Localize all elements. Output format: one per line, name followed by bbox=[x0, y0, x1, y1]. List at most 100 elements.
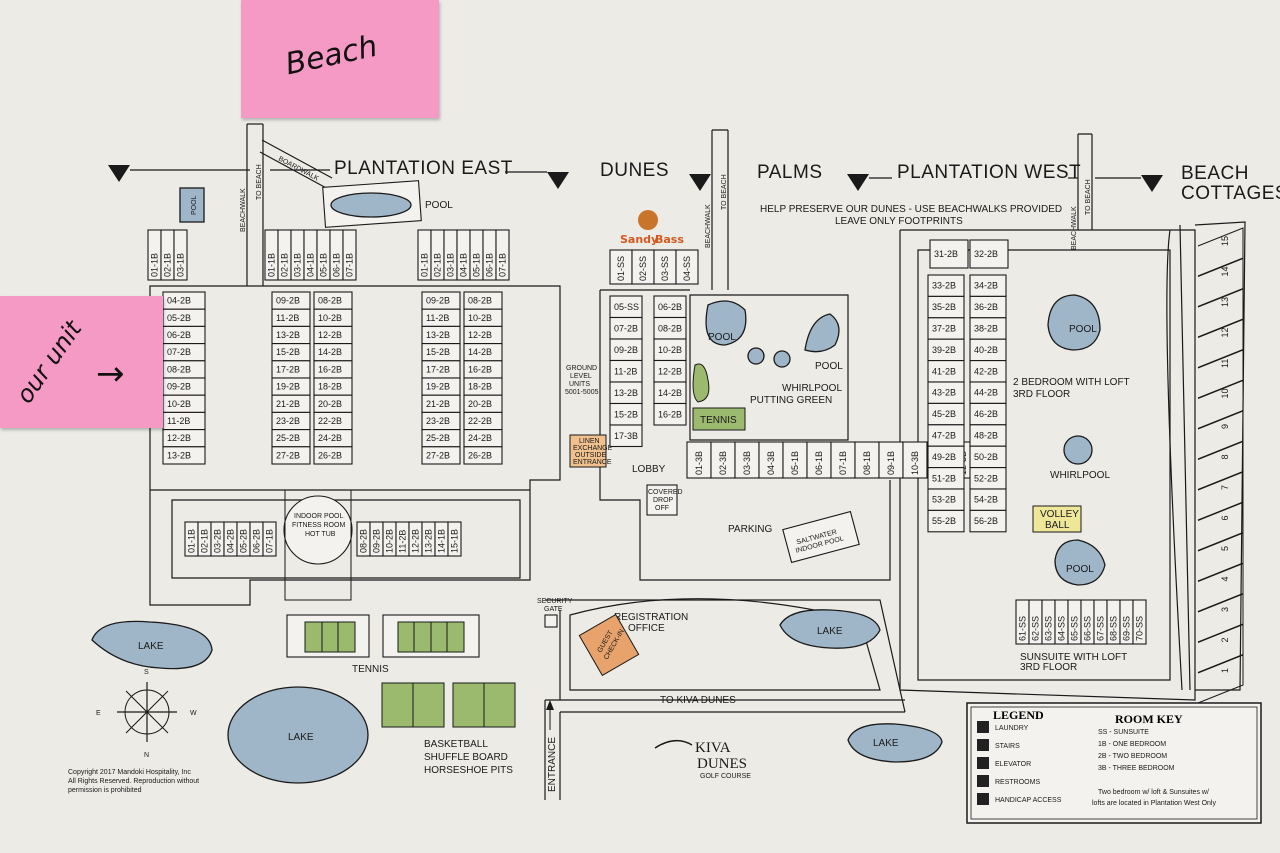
svg-text:43-2B: 43-2B bbox=[932, 388, 956, 398]
security-2: GATE bbox=[544, 606, 563, 613]
svg-text:18-2B: 18-2B bbox=[468, 382, 492, 392]
unit-65-ss: 65-SS bbox=[1067, 599, 1082, 645]
unit-03-2b: 03-2B bbox=[210, 521, 225, 557]
svg-text:03-SS: 03-SS bbox=[660, 256, 670, 281]
svg-text:41-2B: 41-2B bbox=[932, 366, 956, 376]
unit-18-2b: 18-2B bbox=[463, 377, 503, 396]
unit-02-1b: 02-1B bbox=[197, 521, 212, 557]
svg-text:08-2B: 08-2B bbox=[167, 364, 191, 374]
indoor-label-3: HOT TUB bbox=[305, 531, 336, 538]
room-key-item: 3B - THREE BEDROOM bbox=[1098, 765, 1175, 772]
unit-12-2b: 12-2B bbox=[408, 521, 423, 557]
svg-text:06-2B: 06-2B bbox=[658, 302, 682, 312]
svg-text:05-1B: 05-1B bbox=[472, 253, 482, 277]
unit-69-ss: 69-SS bbox=[1119, 599, 1134, 645]
whirlpool-dunes-2 bbox=[773, 350, 791, 368]
linen-2: EXCHANGE bbox=[573, 445, 613, 452]
unit-15-2b: 15-2B bbox=[609, 402, 643, 426]
room-key-title: ROOM KEY bbox=[1115, 712, 1183, 726]
section-plantation-west: PLANTATION WEST bbox=[897, 162, 1081, 183]
svg-text:03-1B: 03-1B bbox=[446, 253, 456, 277]
unit-04-1b: 04-1B bbox=[456, 229, 471, 281]
svg-text:11: 11 bbox=[1220, 359, 1230, 368]
svg-text:11-2B: 11-2B bbox=[398, 530, 408, 553]
unit-61-ss: 61-SS bbox=[1015, 599, 1030, 645]
svg-text:22-2B: 22-2B bbox=[468, 416, 492, 426]
linen-4: ENTRANCE bbox=[573, 459, 612, 466]
legend-item-elevator: ELEVATOR bbox=[977, 757, 1031, 769]
whirlpool-dunes-1 bbox=[747, 347, 765, 365]
unit-44-2b: 44-2B bbox=[969, 381, 1007, 404]
svg-text:10-2B: 10-2B bbox=[468, 313, 492, 323]
svg-text:ELEVATOR: ELEVATOR bbox=[995, 761, 1031, 768]
unit-09-2b: 09-2B bbox=[271, 291, 311, 310]
svg-text:16-2B: 16-2B bbox=[468, 364, 492, 374]
svg-text:23-2B: 23-2B bbox=[276, 416, 300, 426]
svg-text:08-2B: 08-2B bbox=[658, 323, 682, 333]
svg-text:02-1B: 02-1B bbox=[433, 253, 443, 277]
copyright-3: permission is prohibited bbox=[68, 787, 142, 794]
pool-west-label-2: POOL bbox=[1066, 564, 1094, 575]
svg-text:62-SS: 62-SS bbox=[1031, 616, 1041, 641]
unit-41-2b: 41-2B bbox=[927, 360, 965, 383]
svg-text:5: 5 bbox=[1220, 546, 1230, 551]
unit-10-2b: 10-2B bbox=[313, 308, 353, 327]
svg-text:08-1B: 08-1B bbox=[862, 451, 872, 475]
svg-text:02-1B: 02-1B bbox=[280, 253, 290, 277]
svg-text:49-2B: 49-2B bbox=[932, 452, 956, 462]
svg-text:03-1B: 03-1B bbox=[176, 253, 186, 277]
unit-05-2b: 05-2B bbox=[162, 308, 206, 327]
svg-text:02-3B: 02-3B bbox=[718, 451, 728, 475]
covered-2: DROP bbox=[653, 497, 674, 504]
svg-text:12-2B: 12-2B bbox=[411, 529, 421, 553]
compass-rose: S N E W bbox=[96, 669, 197, 759]
ground-1: GROUND bbox=[566, 365, 597, 372]
unit-23-2b: 23-2B bbox=[271, 411, 311, 431]
svg-text:66-SS: 66-SS bbox=[1083, 616, 1093, 641]
legend-item-restrooms: RESTROOMS bbox=[977, 775, 1040, 787]
unit-07-1b: 07-1B bbox=[342, 229, 357, 281]
pool-small-label: POOL bbox=[191, 195, 198, 215]
unit-17-2b: 17-2B bbox=[271, 360, 311, 379]
svg-text:40-2B: 40-2B bbox=[974, 345, 998, 355]
whirlpool-west bbox=[1063, 435, 1093, 465]
svg-text:07-1B: 07-1B bbox=[265, 529, 275, 553]
unit-19-2b: 19-2B bbox=[271, 377, 311, 396]
ground-4: 5001-5005 bbox=[565, 389, 599, 396]
unit-26-2b: 26-2B bbox=[463, 446, 503, 465]
unit-14-1b: 14-1B bbox=[434, 521, 449, 557]
svg-text:12-2B: 12-2B bbox=[468, 330, 492, 340]
legend-note-2: lofts are located in Plantation West Onl… bbox=[1092, 800, 1216, 807]
unit-06-1b: 06-1B bbox=[806, 441, 832, 479]
unit-32-2b: 32-2B bbox=[969, 239, 1009, 269]
svg-text:34-2B: 34-2B bbox=[974, 281, 998, 291]
unit-67-ss: 67-SS bbox=[1093, 599, 1108, 645]
svg-text:11-2B: 11-2B bbox=[167, 416, 190, 426]
two-bed-loft-2: 3RD FLOOR bbox=[1013, 389, 1070, 400]
svg-text:32-2B: 32-2B bbox=[974, 249, 998, 259]
unit-12-2b: 12-2B bbox=[653, 359, 687, 383]
svg-text:7: 7 bbox=[1220, 485, 1230, 490]
unit-21-2b: 21-2B bbox=[421, 394, 461, 413]
svg-text:RESTROOMS: RESTROOMS bbox=[995, 779, 1040, 786]
unit-12-2b: 12-2B bbox=[162, 429, 206, 448]
unit-34-2b: 34-2B bbox=[969, 274, 1007, 297]
legend-title: LEGEND bbox=[993, 708, 1044, 722]
svg-text:26-2B: 26-2B bbox=[468, 450, 492, 460]
svg-text:47-2B: 47-2B bbox=[932, 431, 956, 441]
pool-west-label-1: POOL bbox=[1069, 324, 1097, 335]
copyright-1: Copyright 2017 Mandoki Hospitality, Inc bbox=[68, 769, 191, 776]
svg-text:14-1B: 14-1B bbox=[437, 529, 447, 553]
tennis-label: TENNIS bbox=[352, 664, 389, 675]
unit-07-2b: 07-2B bbox=[609, 316, 643, 340]
to-beach-west: TO BEACH bbox=[1085, 179, 1092, 215]
covered-1: COVERED bbox=[648, 489, 683, 496]
svg-text:04-1B: 04-1B bbox=[306, 253, 316, 277]
pool-dunes-label-1: POOL bbox=[708, 332, 736, 343]
lake-label-1: LAKE bbox=[138, 641, 164, 652]
linen-exchange bbox=[569, 434, 607, 468]
tennis-dunes bbox=[692, 407, 746, 431]
two-bed-loft-1: 2 BEDROOM WITH LOFT bbox=[1013, 377, 1130, 388]
